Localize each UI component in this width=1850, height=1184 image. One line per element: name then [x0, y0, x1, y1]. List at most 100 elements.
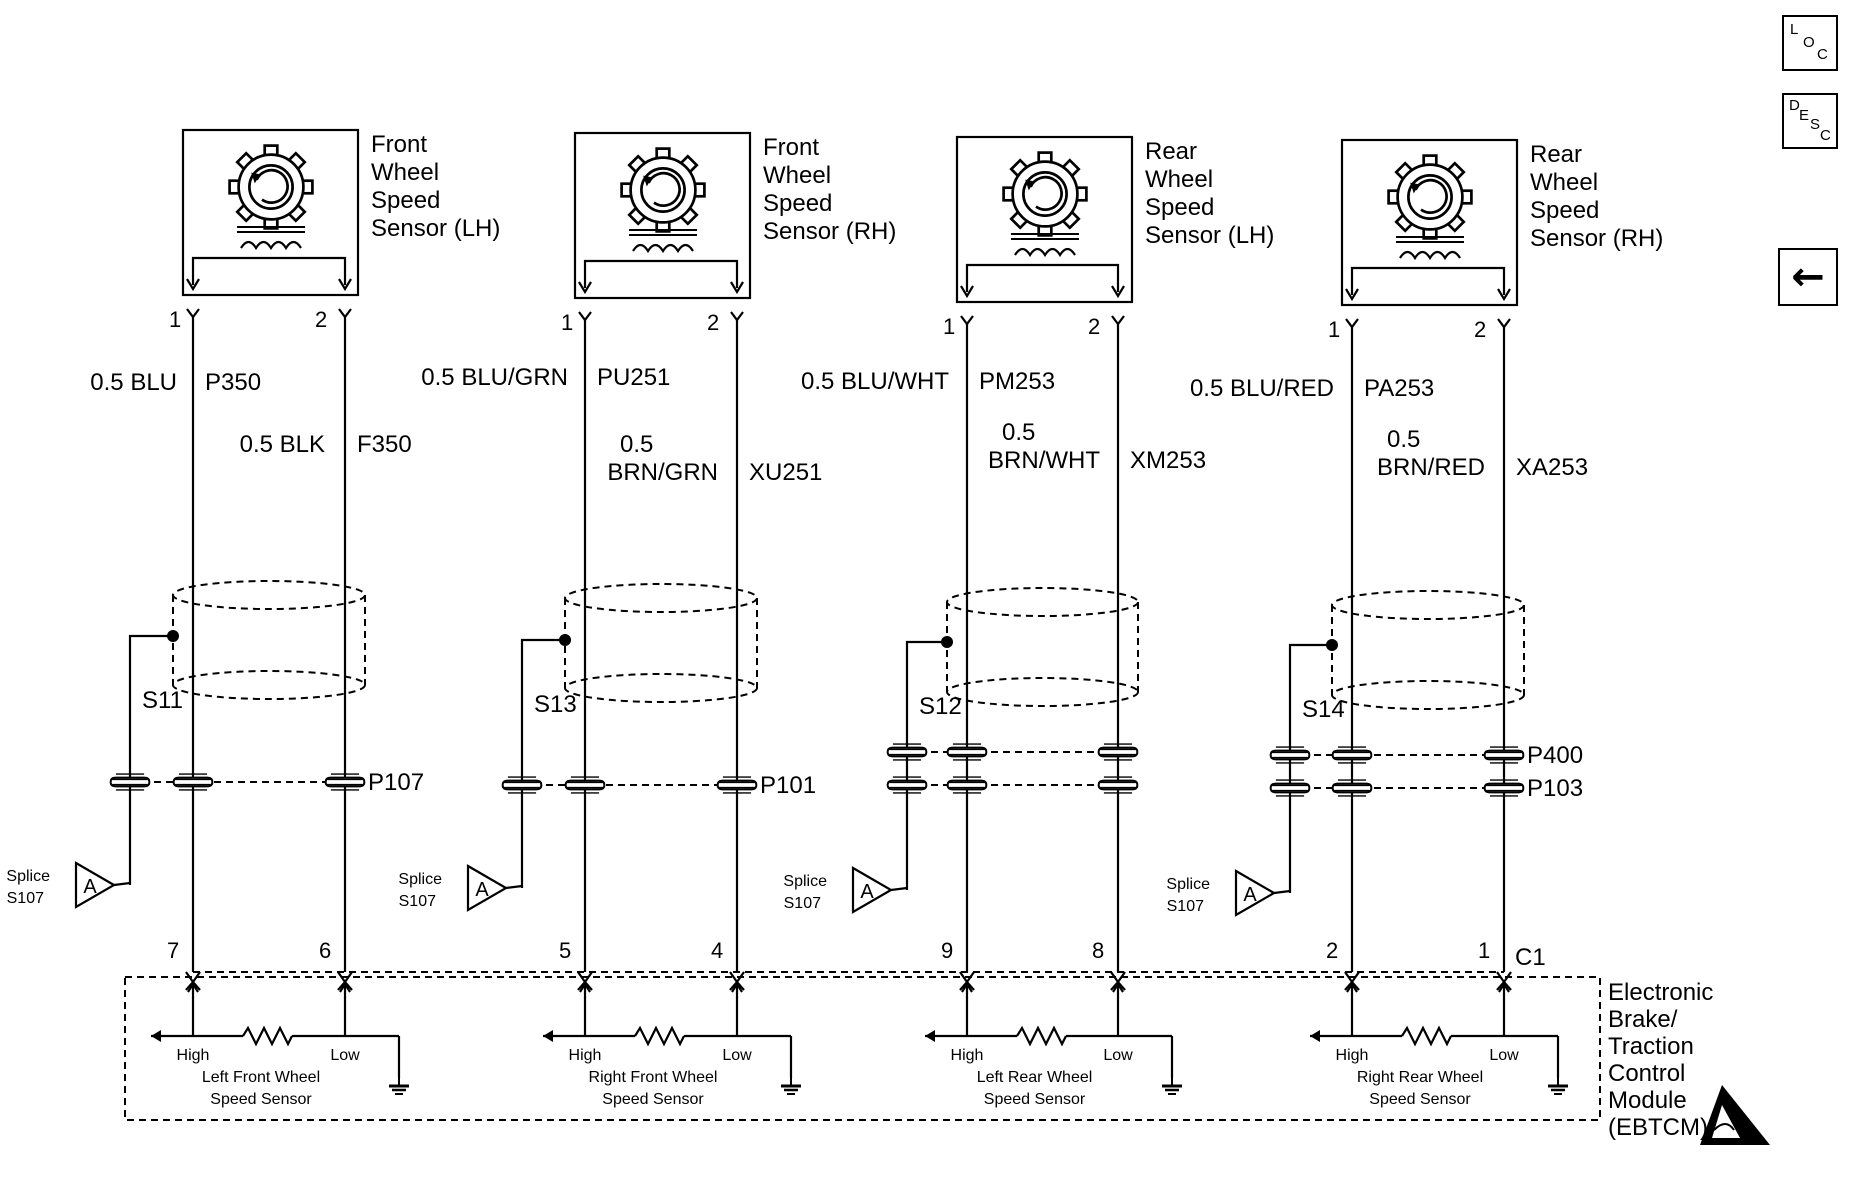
- module-pin-high: 2: [1326, 938, 1338, 963]
- internal-sensor-name: Right Rear Wheel: [1357, 1069, 1483, 1086]
- sensor-pin-a: 1: [1328, 317, 1340, 342]
- internal-arrow-icon: [151, 1030, 161, 1042]
- back-arrow-icon: ←: [1791, 254, 1825, 300]
- internal-sensor-name: Right Front Wheel: [589, 1069, 718, 1086]
- ground-icon: [779, 1076, 803, 1096]
- splice-number: S107: [784, 895, 821, 912]
- module-pin-high: 7: [167, 938, 179, 963]
- wire-b-circuit: XM253: [1130, 447, 1206, 474]
- resistor-icon: [1016, 1025, 1067, 1047]
- low-label: Low: [1489, 1047, 1519, 1064]
- wire-b-gauge: 0.5: [1387, 426, 1420, 453]
- wire-a-circuit: PU251: [597, 364, 670, 391]
- ground-icon: [1546, 1076, 1570, 1096]
- desc-letter-e: E: [1799, 107, 1810, 124]
- sensor-coil-icon: [632, 243, 694, 254]
- module-pin-low: 8: [1092, 938, 1104, 963]
- connector-p103: P103: [1527, 775, 1583, 802]
- connector-p101: P101: [760, 772, 816, 799]
- shield-bottom: [1331, 680, 1525, 710]
- splice-number: S107: [1167, 898, 1204, 915]
- wire-a-color: 0.5 BLU/RED: [1190, 375, 1334, 402]
- desc-letter-s: S: [1810, 116, 1821, 133]
- splice-tag-icon: [466, 864, 509, 912]
- sensor-gear-icon: [1387, 154, 1473, 240]
- resistor-icon: [242, 1025, 293, 1047]
- resistor-icon: [634, 1025, 685, 1047]
- location-button[interactable]: L O C: [1782, 15, 1838, 71]
- shield-top: [946, 587, 1139, 617]
- back-button[interactable]: ←: [1778, 248, 1838, 306]
- low-label: Low: [1103, 1047, 1133, 1064]
- wire-b-color: 0.5 BLK: [240, 431, 325, 458]
- splice-number: S107: [399, 893, 436, 910]
- ground-icon: [1160, 1076, 1184, 1096]
- low-label: Low: [330, 1047, 360, 1064]
- shield-bottom: [172, 670, 366, 700]
- drain-wire: [128, 634, 173, 885]
- internal-arrow-icon: [543, 1030, 553, 1042]
- sensor-name: Wheel: [371, 159, 439, 186]
- drain-wire: [905, 640, 947, 890]
- loc-letter-l: L: [1790, 21, 1799, 38]
- sensor-pin-b: 2: [707, 310, 719, 335]
- module-name-line: Module: [1608, 1087, 1687, 1114]
- splice-label: Splice: [6, 868, 50, 885]
- module-pin-low: 4: [711, 938, 723, 963]
- module-name: ElectronicBrake/TractionControlModule(EB…: [1608, 979, 1713, 1141]
- drain-wire: [520, 638, 565, 888]
- splice-tag-letter: A: [1243, 884, 1257, 906]
- shield-splice-label: S13: [534, 691, 577, 718]
- sensor-pin-b: 2: [1474, 317, 1486, 342]
- sensor-name: Rear: [1145, 138, 1197, 165]
- high-label: High: [1336, 1047, 1369, 1064]
- sensor-coil-icon: [1399, 250, 1461, 261]
- sensor-name: Sensor (LH): [371, 215, 500, 242]
- splice-tag-icon: [1234, 869, 1277, 917]
- splice-tag-letter: A: [860, 881, 874, 903]
- sensor-gear-icon: [228, 144, 314, 230]
- wire-b-circuit: F350: [357, 431, 412, 458]
- desc-letter-d: D: [1789, 97, 1800, 114]
- wire-b-circuit: XA253: [1516, 454, 1588, 481]
- shield-splice-label: S14: [1302, 696, 1345, 723]
- sensor-gear-icon: [620, 147, 706, 233]
- sensor-name: Wheel: [763, 162, 831, 189]
- module-boundary: [124, 976, 1601, 1121]
- high-label: High: [177, 1047, 210, 1064]
- resistor-icon: [1401, 1025, 1452, 1047]
- sensor-box: [181, 128, 360, 297]
- internal-sensor-name: Left Front Wheel: [202, 1069, 320, 1086]
- sensor-gear-icon: [1002, 151, 1088, 237]
- wire-a-circuit: PM253: [979, 368, 1055, 395]
- desc-letter-c: C: [1820, 127, 1831, 144]
- shield-bottom: [946, 677, 1139, 707]
- shield-top: [1331, 590, 1525, 620]
- sensor-name: Wheel: [1530, 169, 1598, 196]
- module-pin-high: 9: [941, 938, 953, 963]
- loc-letter-o: O: [1803, 34, 1815, 51]
- internal-sensor-name: Speed Sensor: [1369, 1091, 1471, 1108]
- sensor-name: Wheel: [1145, 166, 1213, 193]
- low-label: Low: [722, 1047, 752, 1064]
- drain-wire: [1288, 643, 1332, 893]
- connector-p400: P400: [1527, 742, 1583, 769]
- sensor-box: [573, 131, 752, 300]
- sensor-pin-b: 2: [1088, 314, 1100, 339]
- module-name-line: Control: [1608, 1060, 1685, 1087]
- wire-a-circuit: PA253: [1364, 375, 1434, 402]
- sensor-name: Sensor (RH): [763, 218, 896, 245]
- internal-sensor-name: Speed Sensor: [984, 1091, 1086, 1108]
- shield-splice-label: S11: [142, 687, 183, 714]
- shield-top: [564, 583, 758, 613]
- wire-a-color: 0.5 BLU/GRN: [421, 364, 568, 391]
- description-button[interactable]: D E S C: [1782, 93, 1838, 149]
- sensor-name: Sensor (LH): [1145, 222, 1274, 249]
- sensor-coil-icon: [240, 240, 302, 251]
- sensor-name: Speed: [371, 187, 440, 214]
- wire-b-gauge: 0.5: [1002, 419, 1035, 446]
- sensor-name: Rear: [1530, 141, 1582, 168]
- module-name-line: Electronic: [1608, 979, 1713, 1006]
